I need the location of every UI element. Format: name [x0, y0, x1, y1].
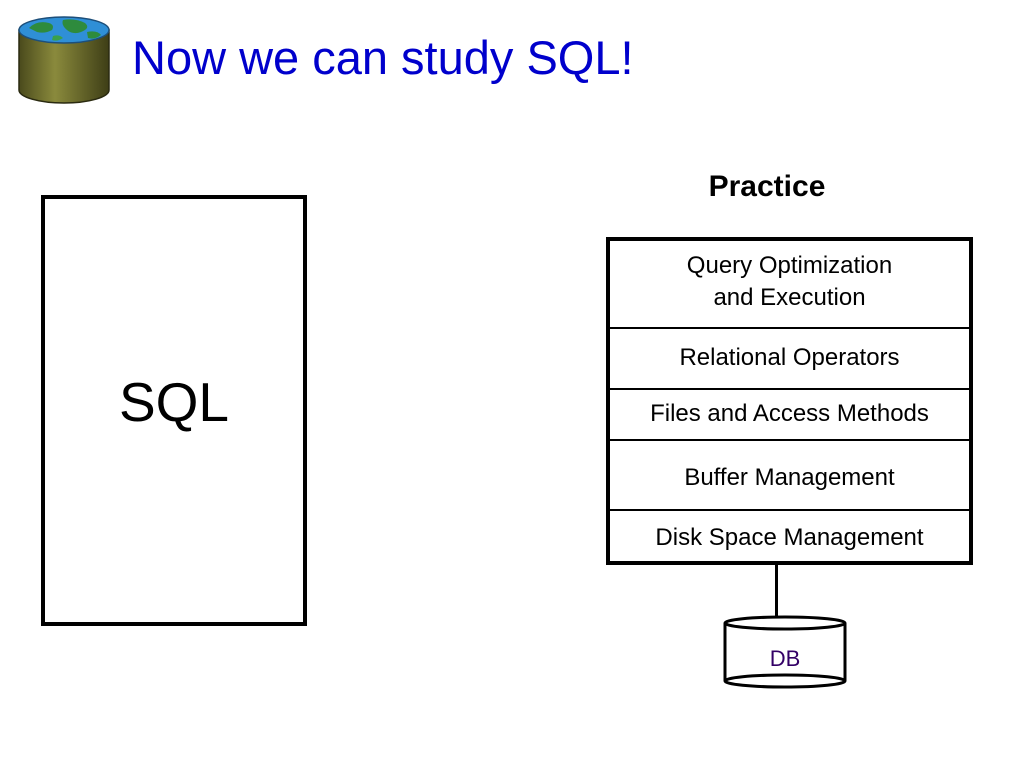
logo-landmass: [52, 35, 63, 41]
logo-landmass: [87, 31, 101, 39]
logo-landmass: [29, 22, 53, 33]
layer-label-line: Relational Operators: [679, 344, 900, 372]
sql-panel: SQL: [41, 195, 307, 626]
layer-label-line: and Execution: [713, 284, 866, 311]
layer-disk-space-management: Disk Space Management: [610, 509, 969, 561]
db-cylinder-bottom: [723, 680, 847, 689]
logo-landmass: [62, 19, 88, 34]
layer-label-line: Files and Access Methods: [650, 400, 929, 428]
slide-title: Now we can study SQL!: [132, 31, 634, 84]
layer-label-line: Buffer Management: [684, 463, 895, 491]
layer-files-access-methods: Files and Access Methods: [610, 388, 969, 439]
globe-database-icon: [18, 16, 110, 104]
db-cylinder-bottom: [723, 673, 847, 682]
layer-label: Query Optimization and Execution: [687, 250, 892, 319]
db-label: DB: [769, 646, 801, 671]
database-cylinder-icon: [723, 615, 847, 689]
stack-to-db-connector: [775, 565, 778, 618]
layer-relational-operators: Relational Operators: [610, 327, 969, 388]
layer-query-optimization: Query Optimization and Execution: [610, 241, 969, 327]
logo-cylinder-body: [18, 29, 110, 104]
layer-label: Disk Space Management: [655, 518, 923, 554]
db-cylinder-top: [723, 615, 847, 631]
layer-label: Relational Operators: [679, 342, 899, 374]
layer-buffer-management: Buffer Management: [610, 439, 969, 509]
dbms-layer-stack: Query Optimization and Execution Relatio…: [606, 237, 973, 565]
layer-label-line: Disk Space Management: [655, 523, 924, 551]
sql-label: SQL: [118, 371, 230, 433]
layer-label-line: Query Optimization: [686, 251, 893, 279]
practice-heading: Practice: [708, 170, 826, 203]
layer-label: Buffer Management: [684, 456, 894, 494]
layer-label: Files and Access Methods: [650, 398, 929, 430]
